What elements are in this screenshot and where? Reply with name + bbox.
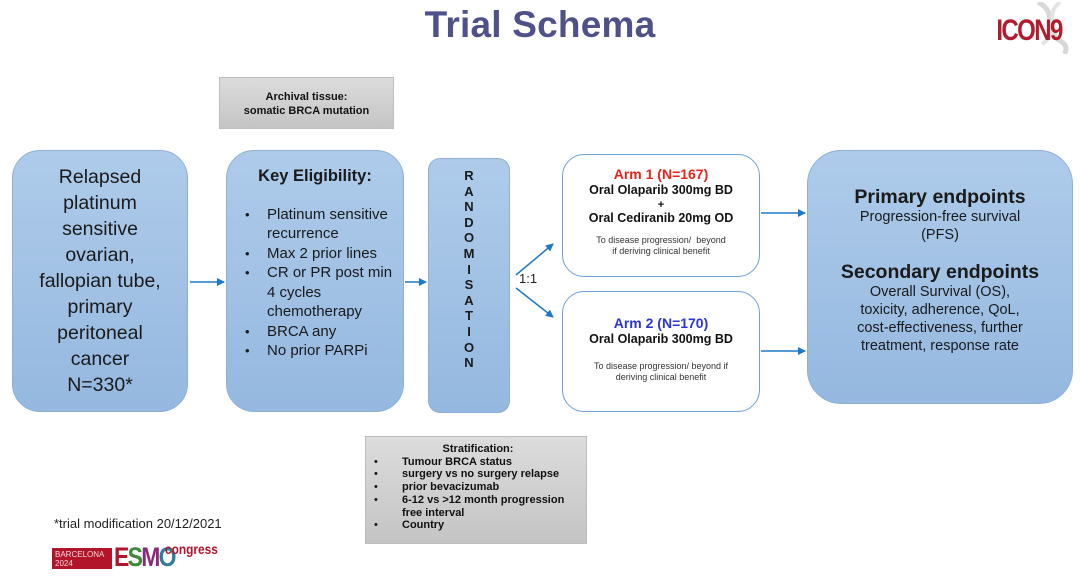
endpoints-box: Primary endpoints Progression-free survi…: [807, 150, 1073, 404]
arm-2-note-line: To disease progression/ beyond if: [593, 360, 729, 371]
randomisation-letter: N: [464, 199, 474, 215]
arm-2-label: Arm 2 (N=170): [613, 315, 709, 331]
eligibility-item: BRCA any: [243, 322, 393, 342]
population-line: primary: [67, 296, 133, 318]
arm-2-note: To disease progression/ beyond if derivi…: [563, 361, 759, 383]
randomisation-letter: A: [464, 292, 474, 308]
esmo-city: BARCELONA: [55, 550, 105, 559]
stratification-item: 6-12 vs >12 month progression free inter…: [374, 494, 582, 519]
randomisation-letter: O: [463, 230, 475, 246]
eligibility-item: No prior PARPi: [243, 341, 393, 361]
esmo-wordmark: ESMO: [114, 542, 177, 572]
esmo-letter: E: [114, 542, 129, 572]
population-line: peritoneal: [57, 322, 143, 344]
arm-2-box: Arm 2 (N=170) Oral Olaparib 300mg BD To …: [562, 291, 760, 412]
randomisation-letter: S: [464, 277, 474, 293]
secondary-endpoints-heading: Secondary endpoints: [840, 261, 1040, 283]
primary-endpoint-line: Progression-free survival: [859, 209, 1021, 225]
population-line: fallopian tube,: [39, 270, 161, 292]
randomisation-box: R A N D O M I S A T I O N: [428, 158, 510, 413]
population-line: platinum: [63, 192, 137, 214]
population-line: ovarian,: [65, 244, 135, 266]
arm-1-box: Arm 1 (N=167) Oral Olaparib 300mg BD + O…: [562, 154, 760, 277]
stratification-item: Country: [374, 519, 582, 532]
eligibility-box: Key Eligibility: Platinum sensitive recu…: [226, 150, 404, 412]
arrow-randomisation-to-arm-2: [515, 287, 554, 318]
icon9-logo-text: ICON9: [996, 14, 1064, 47]
stratification-item: prior bevacizumab: [374, 481, 582, 494]
population-count: N=330*: [67, 374, 133, 396]
arm-1-note-line: To disease progression/ beyond: [596, 235, 726, 245]
randomisation-letter: M: [463, 245, 475, 261]
randomisation-letter: I: [467, 261, 471, 277]
secondary-endpoint-line: cost-effectiveness, further: [857, 320, 1023, 336]
esmo-letter: O: [158, 542, 177, 572]
allocation-ratio: 1:1: [519, 271, 538, 286]
arm-1-label: Arm 1 (N=167): [613, 166, 709, 182]
randomisation-letter: I: [467, 323, 471, 339]
arm-1-note: To disease progression/ beyond if derivi…: [563, 235, 759, 257]
eligibility-list: Platinum sensitive recurrence Max 2 prio…: [243, 205, 393, 361]
arm-1-plus: +: [657, 198, 665, 211]
arm-1-note-line: if deriving clinical benefit: [612, 246, 710, 256]
stratification-heading: Stratification:: [442, 443, 514, 455]
stratification-item: surgery vs no surgery relapse: [374, 468, 582, 481]
arm-1-drug-1: Oral Olaparib 300mg BD: [589, 183, 733, 197]
eligibility-item: Platinum sensitive recurrence: [243, 205, 393, 244]
randomisation-letter: D: [464, 214, 474, 230]
archival-line1: Archival tissue:: [265, 91, 348, 103]
archival-line2: somatic BRCA mutation: [243, 105, 370, 117]
secondary-endpoint-line: Overall Survival (OS),: [869, 284, 1011, 300]
eligibility-item: Max 2 prior lines: [243, 244, 393, 264]
eligibility-item: CR or PR post min 4 cycles chemotherapy: [243, 263, 393, 322]
primary-endpoint-line: (PFS): [921, 227, 959, 243]
dna-helix-icon: [1036, 2, 1069, 54]
arm-2-drug-1: Oral Olaparib 300mg BD: [589, 332, 733, 346]
population-line: cancer: [70, 348, 130, 370]
stratification-list: Tumour BRCA status surgery vs no surgery…: [374, 456, 582, 532]
esmo-congress-text: congress: [165, 541, 218, 557]
randomisation-letter: N: [464, 355, 474, 371]
primary-endpoints-heading: Primary endpoints: [854, 186, 1026, 208]
eligibility-heading: Key Eligibility:: [258, 167, 372, 185]
esmo-location-badge: BARCELONA 2024: [52, 548, 112, 569]
icon9-logo: ICON9: [990, 2, 1070, 54]
secondary-endpoint-line: toxicity, adherence, QoL,: [860, 302, 1020, 318]
population-line: Relapsed: [58, 166, 142, 188]
population-line: sensitive: [62, 218, 138, 240]
trial-modification-footnote: *trial modification 20/12/2021: [54, 516, 222, 531]
stratification-box: Stratification: Tumour BRCA status surge…: [365, 436, 587, 544]
esmo-letter: S: [127, 542, 143, 572]
randomisation-letter: A: [464, 183, 474, 199]
arm-1-drug-2: Oral Cediranib 20mg OD: [588, 210, 734, 225]
secondary-endpoint-line: treatment, response rate: [861, 338, 1019, 354]
randomisation-letter: O: [463, 339, 475, 355]
stratification-item: Tumour BRCA status: [374, 456, 582, 469]
esmo-congress-logo: BARCELONA 2024 ESMO congress: [52, 541, 232, 572]
randomisation-letter: T: [465, 308, 473, 324]
esmo-year: 2024: [55, 559, 73, 568]
population-box: Relapsed platinum sensitive ovarian, fal…: [12, 150, 188, 412]
randomisation-letter: R: [464, 168, 474, 183]
page-title: Trial Schema: [424, 4, 656, 45]
archival-tissue-box: Archival tissue: somatic BRCA mutation: [219, 77, 394, 129]
esmo-letter: M: [141, 542, 160, 572]
arm-2-note-line: deriving clinical benefit: [615, 371, 707, 382]
